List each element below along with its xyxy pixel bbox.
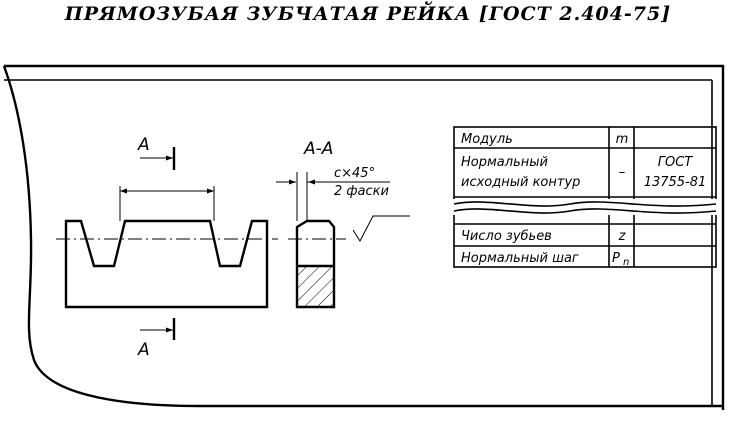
section-marker-bottom: А [137, 340, 150, 360]
section-view-label: А-А [303, 139, 333, 159]
table-cell-module-symbol: m [616, 132, 629, 147]
table-cell-profile-name-1: Нормальный [461, 155, 548, 170]
table-cell-profile-name-2: исходный контур [461, 175, 580, 190]
section-marker-top: А [137, 135, 150, 155]
table-cell-profile-value-2: 13755-81 [644, 175, 707, 190]
table-cell-profile-symbol: – [619, 165, 626, 180]
sheet-border [2, 64, 725, 410]
section-hatching [297, 266, 334, 307]
table-cell-profile-value-1: ГОСТ [658, 155, 694, 170]
rack-profile [64, 219, 269, 309]
table-cell-pitch-name: Нормальный шаг [461, 251, 579, 266]
table-cell-teeth-symbol: z [618, 229, 627, 244]
table-cell-pitch-symbol-sub: n [623, 257, 629, 268]
parameters-table [450, 126, 720, 268]
table-cell-module-name: Модуль [461, 132, 513, 147]
drawing-title: ПРЯМОЗУБАЯ ЗУБЧАТАЯ РЕЙКА [ГОСТ 2.404-75… [64, 1, 671, 25]
table-cell-teeth-name: Число зубьев [461, 229, 552, 244]
chamfer-label-line2: 2 фаски [334, 184, 389, 199]
roughness-mark [352, 215, 410, 242]
table-cell-pitch-symbol: P [612, 251, 620, 266]
chamfer-label-line1: c×45° [334, 166, 375, 181]
